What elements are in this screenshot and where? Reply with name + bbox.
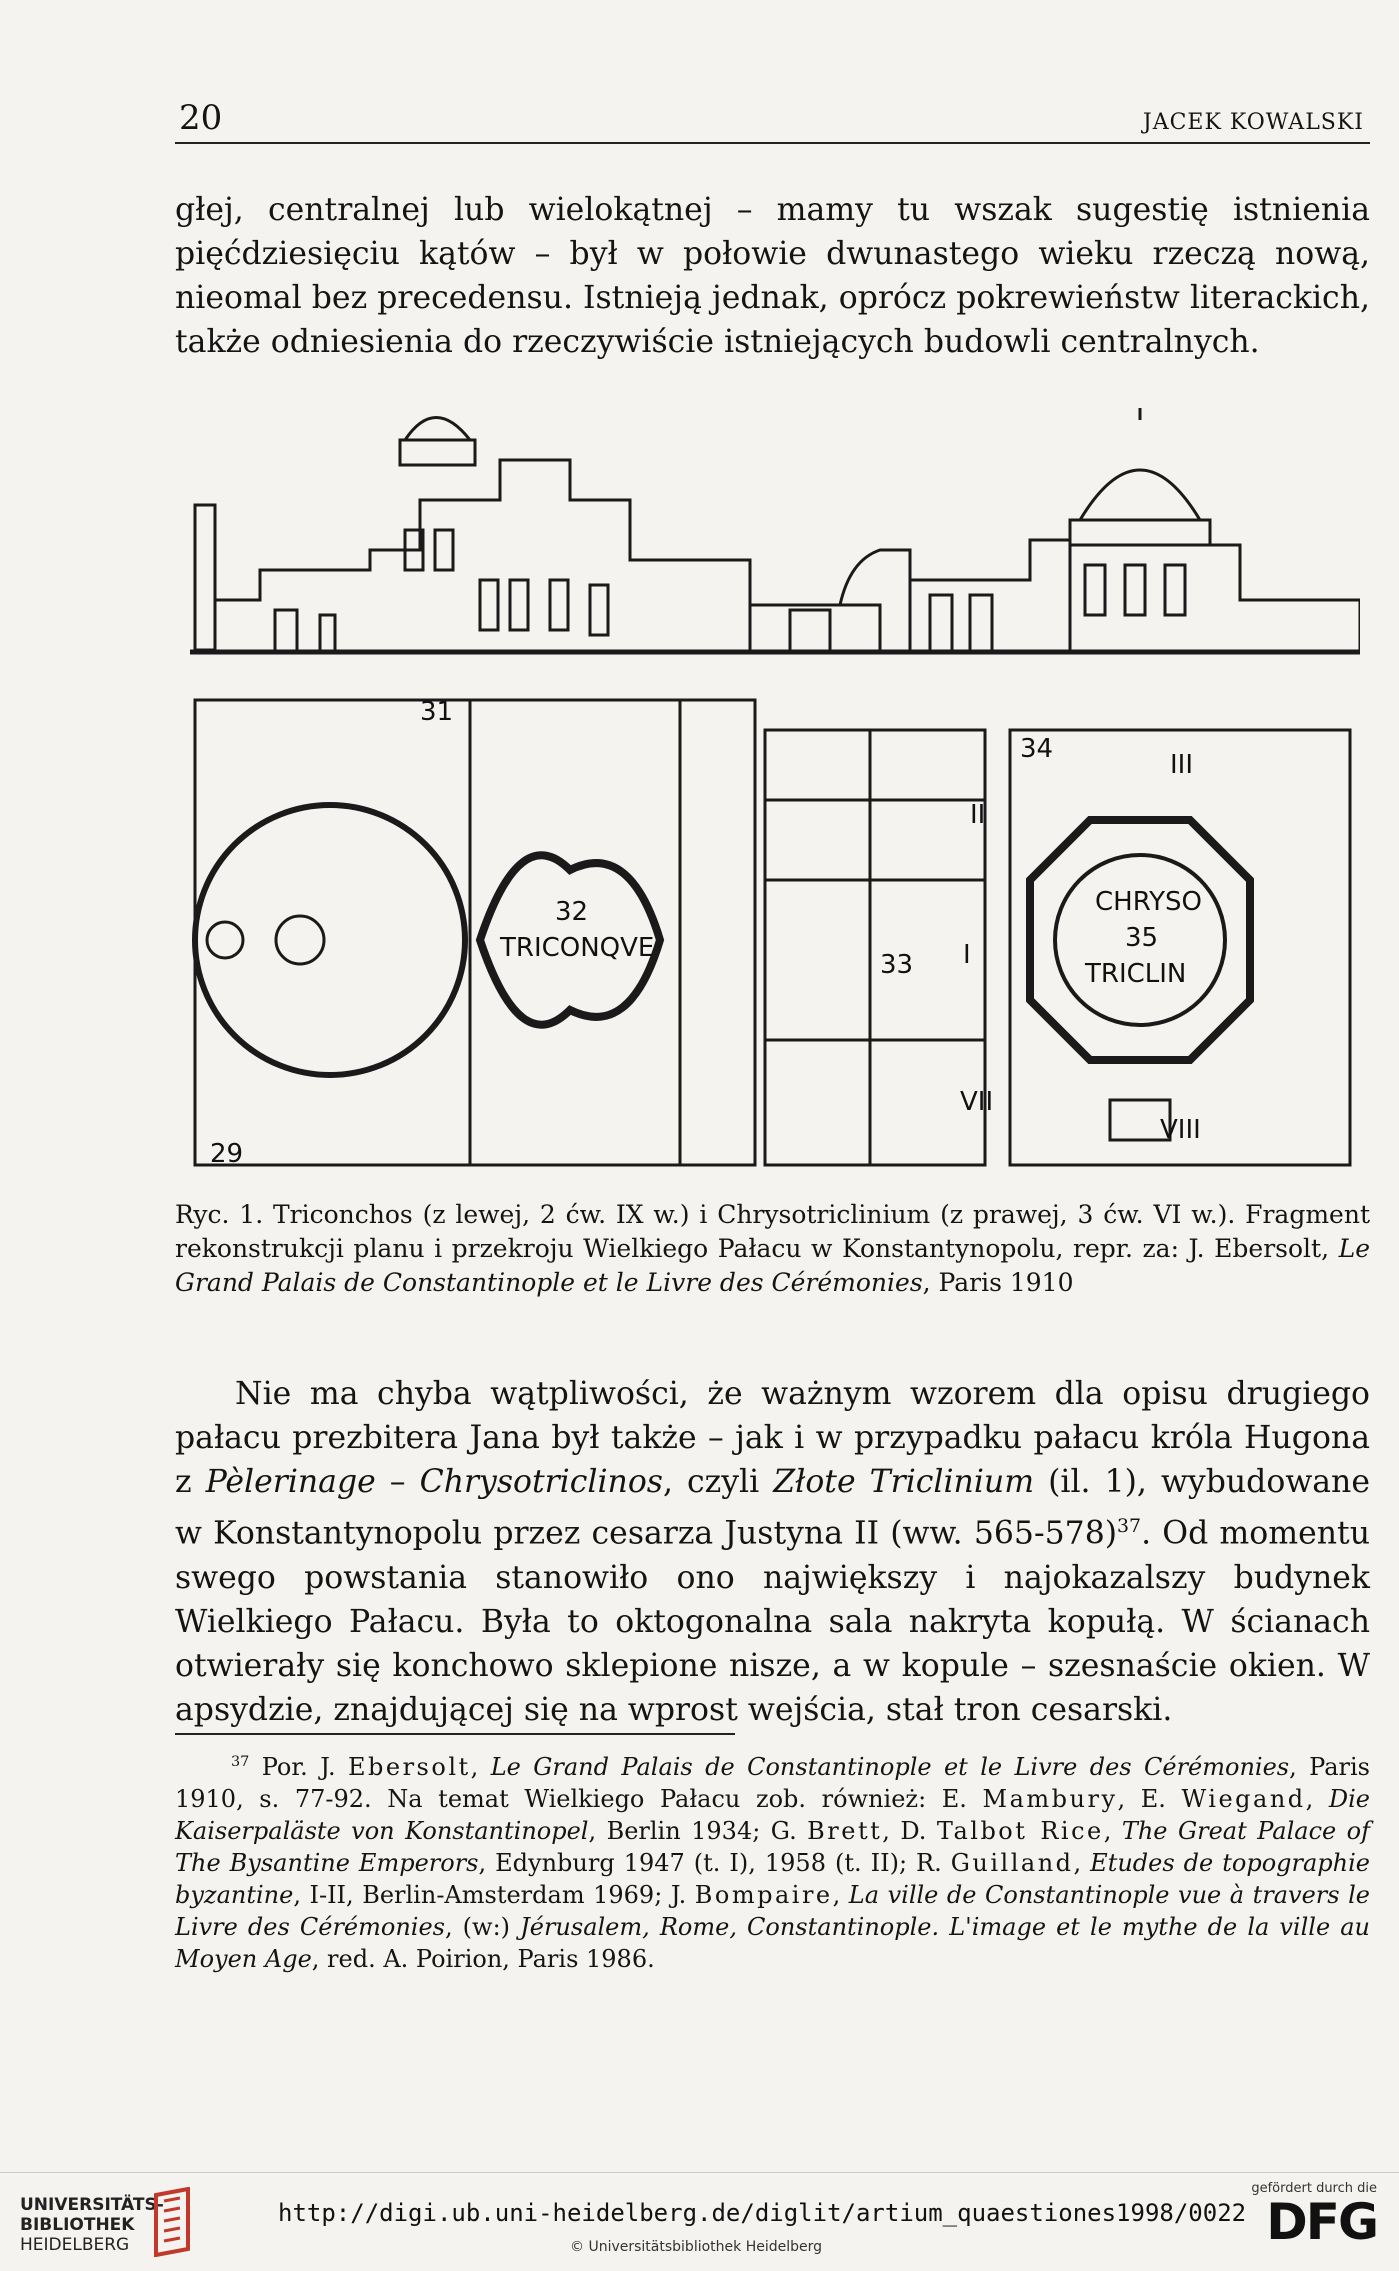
running-head: JACEK KOWALSKI	[1142, 110, 1364, 135]
fn-title: Die Kaiserpaläste von Konstantinopel	[175, 1785, 1370, 1845]
label-viii: VIII	[1160, 1115, 1201, 1145]
p2-italic-chrysotriclinos: Chrysotriclinos	[419, 1464, 663, 1500]
figure-caption: Ryc. 1. Triconchos (z lewej, 2 ćw. IX w.…	[175, 1198, 1370, 1300]
caption-part-1: Ryc. 1. Triconchos (z lewej, 2 ćw. IX w.…	[175, 1200, 1370, 1263]
fn-title: The Great Palace of The Bysantine Empero…	[175, 1817, 1371, 1877]
label-31: 31	[420, 697, 453, 727]
footnote-ref-37[interactable]: 37	[1117, 1515, 1142, 1537]
label-29: 29	[210, 1139, 243, 1169]
label-triclin: TRICLIN	[1084, 959, 1186, 989]
dfg-wordmark: DFG	[1266, 2193, 1379, 2251]
library-logo: UNIVERSITÄTS- BIBLIOTHEK HEIDELBERG	[20, 2195, 164, 2255]
footnote-rule	[175, 1733, 735, 1735]
figure-plan-and-section: 29 31 32 TRICONQVE 33 34 II III I VII VI…	[190, 400, 1360, 1170]
library-emblem-icon	[154, 2187, 190, 2257]
copyright: © Universitätsbibliothek Heidelberg	[570, 2239, 823, 2255]
paragraph-2-text: Nie ma chyba wątpliwości, że ważnym wzor…	[175, 1372, 1370, 1732]
fn-author: Mambury	[982, 1785, 1118, 1813]
paragraph-2: Nie ma chyba wątpliwości, że ważnym wzor…	[175, 1372, 1370, 1732]
section-elevation	[190, 408, 1360, 655]
library-name-line-3: HEIDELBERG	[20, 2235, 130, 2255]
fn-text: , D.	[882, 1817, 937, 1845]
label-32: 32	[555, 897, 588, 927]
fn-text: , red. A. Poirion, Paris 1986.	[311, 1945, 655, 1973]
digitization-footer: UNIVERSITÄTS- BIBLIOTHEK HEIDELBERG http…	[0, 2172, 1399, 2271]
library-name-line-1: UNIVERSITÄTS-	[20, 2195, 164, 2215]
p2-text-4: (il. 1), wybudowane w Konstantynopolu pr…	[175, 1464, 1370, 1552]
label-triconque: TRICONQVE	[499, 933, 654, 963]
fn-text: , I-II, Berlin-Amsterdam 1969; J.	[293, 1881, 695, 1909]
paragraph-1-text: głej, centralnej lub wielokątnej – mamy …	[175, 192, 1370, 360]
p2-italic-zlote-triclinium: Złote Triclinium	[773, 1464, 1035, 1500]
label-ii: II	[970, 800, 985, 830]
fn-text: Por. J.	[261, 1753, 348, 1781]
caption-part-2: , Paris 1910	[922, 1268, 1074, 1297]
footnote-number: 37	[231, 1754, 250, 1770]
caption-italic-title: Le Grand Palais de Constantinople et le …	[175, 1234, 1370, 1297]
fn-title: Le Grand Palais de Constantinople et le …	[490, 1753, 1290, 1781]
paragraph-1: głej, centralnej lub wielokątnej – mamy …	[175, 188, 1370, 364]
fn-title: Etudes de topographie byzantine	[175, 1849, 1370, 1909]
fn-text: ,	[470, 1753, 491, 1781]
page-header: 20 JACEK KOWALSKI	[175, 92, 1370, 144]
p2-text-2: –	[375, 1464, 420, 1500]
fn-author: Guilland	[950, 1849, 1074, 1877]
label-33: 33	[880, 950, 913, 980]
p2-text-1: Nie ma chyba wątpliwości, że ważnym wzor…	[175, 1376, 1370, 1500]
dfg-logo: gefördert durch die DFG	[1251, 2181, 1379, 2251]
fn-text: , E.	[1117, 1785, 1182, 1813]
architectural-drawing: 29 31 32 TRICONQVE 33 34 II III I VII VI…	[190, 408, 1360, 1169]
fn-author: Bompaire	[694, 1881, 833, 1909]
fn-text: ,	[1103, 1817, 1122, 1845]
fn-text: , Berlin 1934; G.	[588, 1817, 808, 1845]
p2-text-5: . Od momentu swego powstania stanowiło o…	[175, 1515, 1370, 1728]
p2-text-3: , czyli	[662, 1464, 774, 1500]
label-34: 34	[1020, 734, 1053, 764]
fn-text: ,	[832, 1881, 849, 1909]
fn-text: , Paris 1910, s. 77-92. Na temat Wielkie…	[175, 1753, 1370, 1813]
floor-plan	[192, 698, 1352, 1167]
footnote-37: 37 Por. J. Ebersolt, Le Grand Palais de …	[175, 1746, 1370, 1975]
label-iii: III	[1170, 750, 1193, 780]
source-url-link[interactable]: http://digi.ub.uni-heidelberg.de/diglit/…	[278, 2199, 1247, 2227]
fn-text: ,	[1073, 1849, 1091, 1877]
fn-title: Jérusalem, Rome, Constantinople. L'image…	[175, 1913, 1371, 1973]
dfg-caption: gefördert durch die	[1251, 2181, 1377, 2196]
fn-author: Brett	[807, 1817, 883, 1845]
library-name-line-2: BIBLIOTHEK	[20, 2215, 135, 2235]
fn-author: Wiegand	[1181, 1785, 1306, 1813]
label-chryso: CHRYSO	[1095, 887, 1202, 917]
p2-italic-pelerinage: Pèlerinage	[205, 1464, 376, 1500]
fn-author: Ebersolt	[348, 1753, 471, 1781]
fn-title: La ville de Constantinople vue à travers…	[175, 1881, 1371, 1941]
fn-text: , Edynburg 1947 (t. I), 1958 (t. II); R.	[478, 1849, 951, 1877]
page-number: 20	[179, 98, 223, 138]
label-i: I	[963, 940, 971, 970]
label-vii: VII	[960, 1087, 993, 1117]
fn-text: , (w:)	[444, 1913, 521, 1941]
label-35: 35	[1125, 923, 1158, 953]
fn-text: ,	[1305, 1785, 1329, 1813]
fn-author: Talbot Rice	[936, 1817, 1104, 1845]
